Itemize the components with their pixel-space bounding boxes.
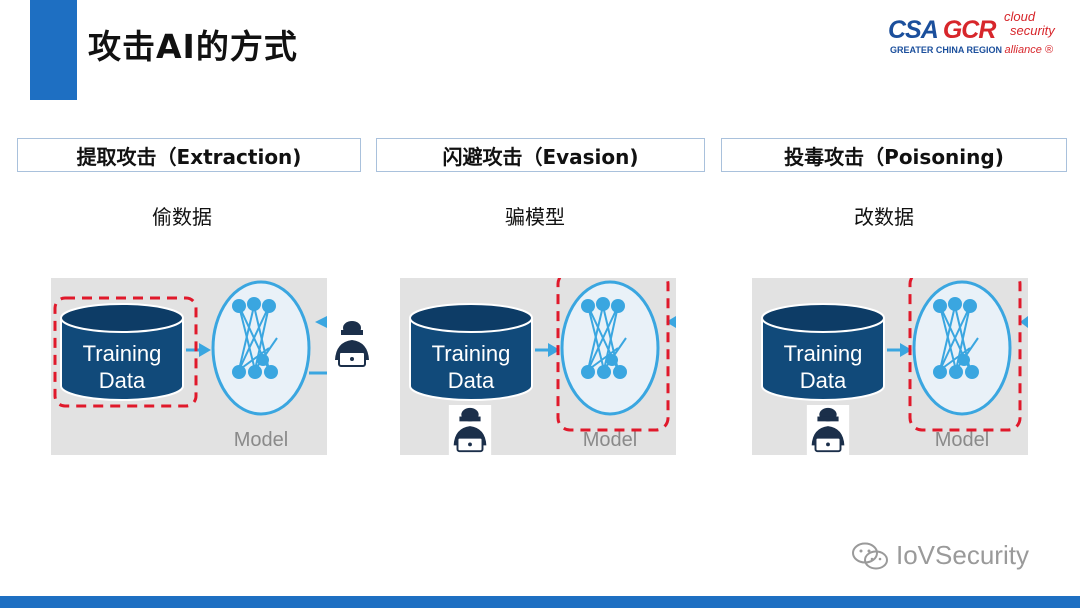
data-flow-arrow [535, 343, 560, 357]
query-arrow [309, 316, 327, 375]
query-arrow [666, 316, 676, 328]
db-label-line1: Training [432, 341, 511, 366]
evasion-label-box: 闪避攻击（Evasion) [376, 138, 705, 172]
evasion-description: 骗模型 [505, 205, 565, 229]
hacker-icon [806, 405, 850, 455]
model-label: Model [935, 429, 989, 451]
logo-region: GREATER CHINA REGION [890, 45, 1003, 55]
wechat-watermark: IoVSecurity [850, 540, 1029, 571]
model-network: Model [912, 280, 1012, 451]
model-network: Model [560, 280, 660, 451]
logo-csa: CSA [888, 16, 938, 44]
extraction-label-box: 提取攻击（Extraction) [17, 138, 361, 172]
logo-wordmark: CSA GCR [888, 16, 997, 45]
extraction-label: 提取攻击（Extraction) [76, 144, 302, 169]
poisoning-label: 投毒攻击（Poisoning) [784, 144, 1004, 169]
hacker-icon [330, 318, 374, 370]
logo-tagline: cloud security [1004, 10, 1055, 38]
evasion-diagram: Training Data Model [400, 278, 676, 455]
model-label: Model [583, 429, 637, 451]
title-accent-bar [30, 0, 77, 100]
data-flow-arrow [887, 343, 912, 357]
watermark-text: IoVSecurity [896, 540, 1029, 570]
extraction-diagram: Training Data Model [51, 278, 327, 455]
logo-cloud: cloud [1004, 9, 1036, 24]
attack-target-highlight [556, 278, 670, 432]
training-data-database: Training Data [761, 303, 885, 401]
hacker-icon [448, 405, 492, 455]
db-label-line2: Data [800, 368, 847, 393]
query-arrow [1020, 316, 1028, 328]
attack-target-highlight [53, 296, 198, 408]
training-data-database: Training Data [409, 303, 533, 401]
logo-alliance: alliance ® [1004, 44, 1053, 56]
poisoning-description: 改数据 [854, 205, 914, 229]
model-label: Model [234, 429, 288, 451]
evasion-label: 闪避攻击（Evasion) [442, 144, 639, 169]
logo-region-line: GREATER CHINA REGION alliance ® [890, 44, 1053, 56]
bottom-accent-bar [0, 596, 1080, 608]
page-title: 攻击AI的方式 [88, 27, 298, 66]
data-flow-arrow [186, 343, 211, 357]
extraction-description: 偷数据 [152, 205, 212, 229]
wechat-icon [852, 542, 888, 569]
model-network: Model [211, 280, 311, 451]
logo-gcr: GCR [942, 16, 997, 44]
db-label-line2: Data [99, 368, 146, 393]
poisoning-diagram: Training Data Model [752, 278, 1028, 455]
attack-target-highlight [908, 278, 1022, 432]
db-label-line1: Training [83, 341, 162, 366]
csa-gcr-logo: CSA GCR cloud security GREATER CHINA REG… [888, 10, 1066, 58]
logo-security: security [1010, 23, 1055, 38]
db-label-line2: Data [448, 368, 495, 393]
db-label-line1: Training [784, 341, 863, 366]
poisoning-label-box: 投毒攻击（Poisoning) [721, 138, 1067, 172]
training-data-database: Training Data [60, 303, 184, 401]
